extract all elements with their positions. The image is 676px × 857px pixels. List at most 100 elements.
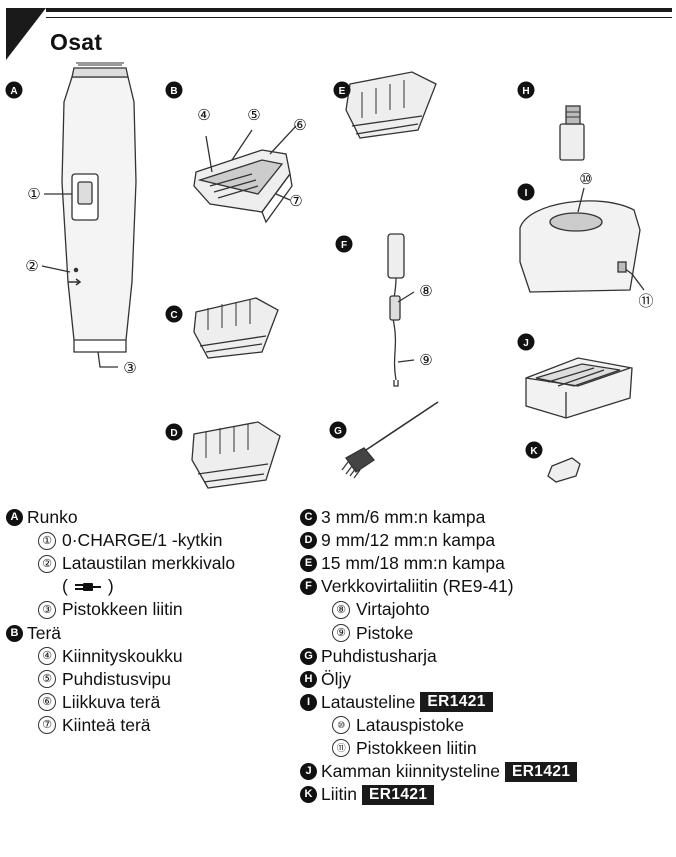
legend-item-cleaning-lever: ⑤ Puhdistusvipu: [6, 668, 306, 691]
legend-left: A Runko ① 0·CHARGE/1 -kytkin ② Lataustil…: [6, 506, 306, 737]
legend-text: Kamman kiinnitysteline: [321, 761, 500, 782]
legend-badge: I: [300, 693, 317, 711]
connector-illustration: [547, 457, 581, 483]
adaptor-illustration: [387, 233, 415, 387]
brush-illustration: [341, 401, 439, 479]
legend-number: ③: [38, 600, 56, 619]
legend-text: Puhdistusvipu: [62, 668, 171, 689]
legend-number: ⑨: [332, 624, 350, 643]
legend-number: ①: [38, 531, 56, 550]
legend-text: Puhdistusharja: [321, 645, 437, 666]
legend-item-plug-symbol: ( ): [6, 575, 306, 598]
callout-9: ⑨: [419, 352, 432, 369]
parts-diagram: ① ② ③ ④ ⑤ ⑥ ⑦ ⑧ ⑨ ⑩ ⑪ A B C D E F G H I …: [5, 62, 654, 489]
legend-item-comb-e: E 15 mm/18 mm:n kampa: [300, 552, 674, 575]
legend-text: Pistoke: [356, 622, 414, 643]
callout-8: ⑧: [419, 283, 432, 300]
page-title: Osat: [50, 29, 103, 55]
legend-badge: H: [300, 670, 317, 688]
legend-item-hook: ④ Kiinnityskoukku: [6, 645, 306, 668]
legend-text: Kiinteä terä: [62, 714, 151, 735]
legend-text: Lataustilan merkkivalo: [62, 553, 236, 574]
legend-text: Latauspistoke: [356, 714, 464, 735]
legend-item-brush: G Puhdistusharja: [300, 645, 674, 668]
legend-item-oil: H Öljy: [300, 668, 674, 691]
legend-item-stand-socket: ⑪ Pistokkeen liitin: [300, 737, 674, 760]
callout-1: ①: [27, 186, 40, 203]
legend-number: ⑩: [332, 716, 350, 735]
header-rule-thin: [46, 17, 672, 18]
model-tag: ER1421: [504, 761, 578, 782]
comb-15-18mm-illustration: [345, 71, 437, 139]
header-triangle-icon: [6, 8, 46, 60]
legend-item-fixed-blade: ⑦ Kiinteä terä: [6, 714, 306, 737]
legend-item-charging-plug: ⑩ Latauspistoke: [300, 714, 674, 737]
callout-7: ⑦: [289, 193, 302, 210]
comb-3-6mm-illustration: [193, 297, 279, 359]
paren-open: (: [62, 576, 68, 597]
legend-item-plug-socket: ③ Pistokkeen liitin: [6, 598, 306, 621]
legend-badge: A: [6, 509, 23, 527]
legend-text: 0·CHARGE/1 -kytkin: [62, 530, 223, 551]
oil-bottle-illustration: [559, 105, 585, 161]
legend-text: 15 mm/18 mm:n kampa: [321, 553, 505, 574]
legend-text: Pistokkeen liitin: [356, 737, 477, 758]
badge-k: K: [530, 446, 538, 457]
model-tag: ER1421: [420, 692, 493, 713]
legend-number: ⑪: [332, 739, 350, 758]
legend-text: Verkkovirtaliitin (RE9-41): [321, 576, 514, 597]
legend-number: ②: [38, 554, 56, 573]
legend-item-connector: K Liitin ER1421: [300, 783, 674, 806]
legend-number: ⑦: [38, 716, 56, 735]
callout-6: ⑥: [293, 117, 306, 134]
badge-g: G: [334, 426, 342, 437]
legend-item-power-cord: ⑧ Virtajohto: [300, 598, 674, 621]
callout-4: ④: [197, 107, 210, 124]
legend-item-plug: ⑨ Pistoke: [300, 621, 674, 644]
blade-illustration: [193, 125, 297, 224]
badge-a: A: [10, 86, 17, 97]
legend-text: Öljy: [321, 668, 352, 689]
legend-text: 3 mm/6 mm:n kampa: [321, 507, 486, 528]
legend-number: ⑥: [38, 693, 56, 712]
legend-item-comb-d: D 9 mm/12 mm:n kampa: [300, 529, 674, 552]
legend-item-comb-stand: J Kamman kiinnitysteline ER1421: [300, 760, 674, 783]
badge-c: C: [170, 310, 177, 321]
legend-item-charge-indicator: ② Lataustilan merkkivalo: [6, 552, 306, 575]
callout-2: ②: [25, 258, 38, 275]
legend-text: Virtajohto: [356, 599, 430, 620]
plug-icon: [74, 582, 101, 591]
legend-text: Liikkuva terä: [62, 691, 161, 712]
badge-h: H: [522, 86, 529, 97]
callout-11: ⑪: [638, 293, 653, 310]
legend-item-moving-blade: ⑥ Liikkuva terä: [6, 691, 306, 714]
legend-text: Liitin: [321, 784, 357, 805]
badge-i: I: [525, 188, 528, 199]
legend-item-charging-stand: I Latausteline ER1421: [300, 691, 674, 714]
badge-f: F: [341, 240, 347, 251]
callout-5: ⑤: [247, 107, 260, 124]
callout-3: ③: [123, 360, 136, 377]
legend-text: Latausteline: [321, 691, 416, 712]
legend-badge: K: [300, 786, 317, 804]
legend-item-comb-c: C 3 mm/6 mm:n kampa: [300, 506, 674, 529]
legend-text: Kiinnityskoukku: [62, 645, 183, 666]
legend-item-switch: ① 0·CHARGE/1 -kytkin: [6, 529, 306, 552]
model-tag: ER1421: [362, 784, 435, 805]
legend-text: Terä: [27, 622, 62, 643]
clipper-body-illustration: [41, 62, 137, 368]
legend-badge: G: [300, 647, 317, 665]
legend-item-body: A Runko: [6, 506, 306, 529]
paren-close: ): [107, 576, 114, 597]
legend-badge: E: [300, 555, 317, 573]
badge-j: J: [523, 338, 529, 349]
badge-e: E: [339, 86, 346, 97]
badge-b: B: [170, 86, 177, 97]
legend-text: 9 mm/12 mm:n kampa: [321, 530, 496, 551]
legend-number: ④: [38, 647, 56, 666]
charging-stand-illustration: [519, 187, 645, 293]
legend-number: ⑧: [332, 600, 350, 619]
legend-badge: J: [300, 763, 317, 781]
legend-right: C 3 mm/6 mm:n kampa D 9 mm/12 mm:n kampa…: [300, 506, 674, 806]
legend-badge: D: [300, 532, 317, 550]
